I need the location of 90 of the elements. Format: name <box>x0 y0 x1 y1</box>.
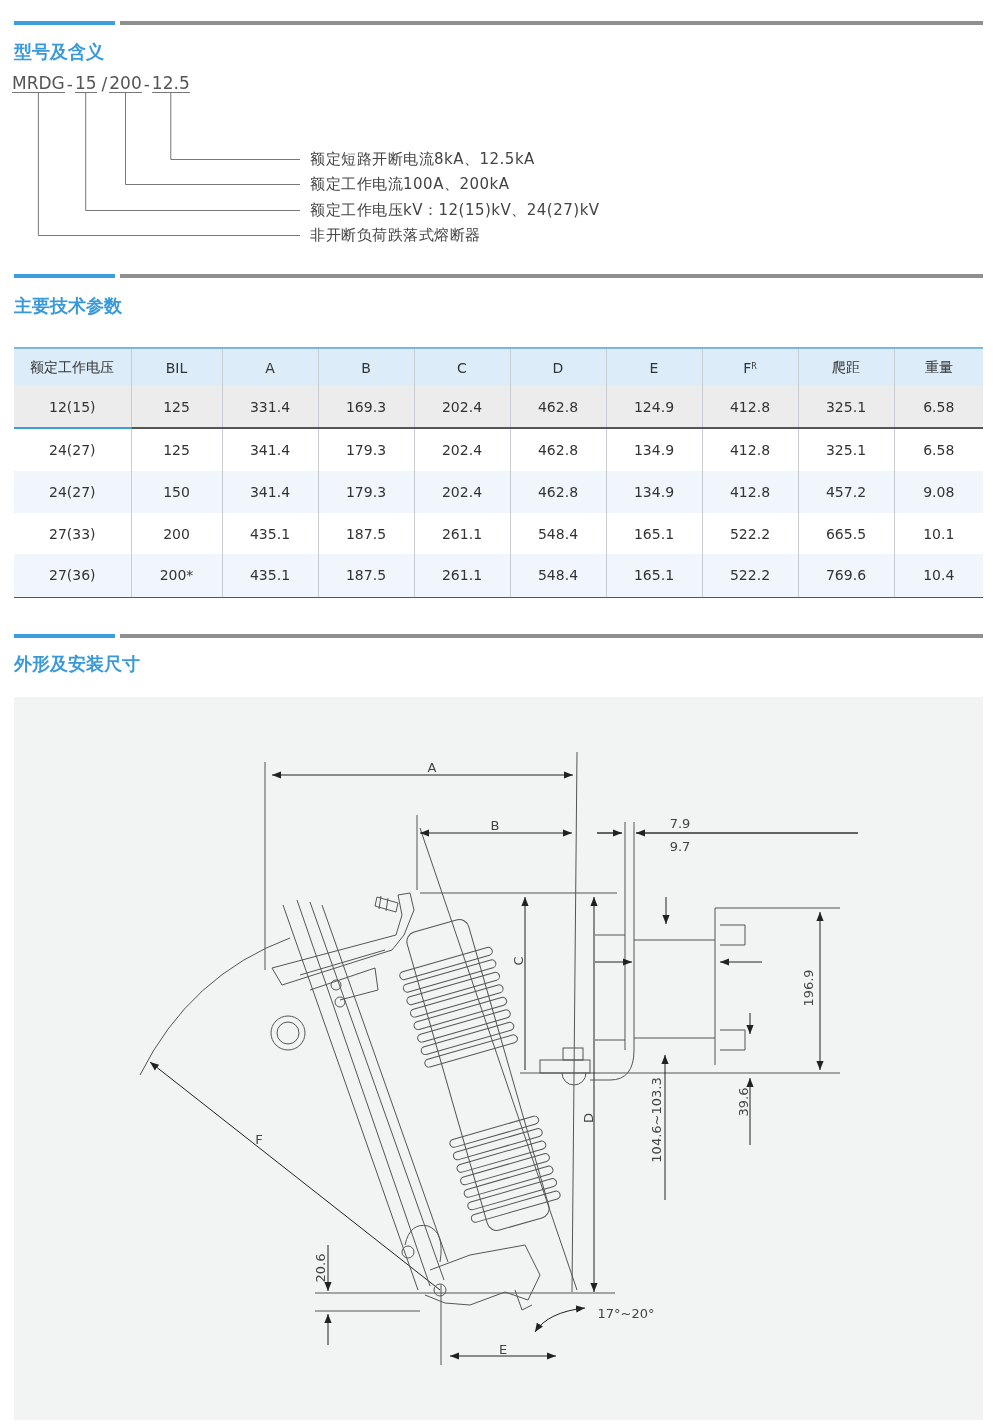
separator: - <box>143 75 150 93</box>
dimension-label: B <box>490 817 500 833</box>
table-value: 435.1 <box>222 554 318 597</box>
table-value: 341.4 <box>222 471 318 513</box>
leader-line <box>125 92 301 185</box>
table-value: 412.8 <box>702 428 798 471</box>
table-value: 325.1 <box>798 386 894 428</box>
table-value: 412.8 <box>702 386 798 428</box>
table-value: 325.1 <box>798 428 894 471</box>
dimension-label: 104.6~103.3 <box>648 1077 664 1163</box>
leader-line <box>37 92 301 236</box>
table-value: 202.4 <box>414 428 510 471</box>
table-value: 27(33) <box>14 513 131 554</box>
table-value: 169.3 <box>318 386 414 428</box>
dimension-label: C <box>510 956 526 966</box>
table-value: 9.08 <box>894 471 983 513</box>
table-value: 412.8 <box>702 471 798 513</box>
leader-line <box>170 92 301 160</box>
table-value: 179.3 <box>318 428 414 471</box>
model-code-part: 200 <box>109 74 142 93</box>
code-description: 额定短路开断电流8kA、12.5kA <box>300 150 535 169</box>
table-value: 341.4 <box>222 428 318 471</box>
table-value: 261.1 <box>414 554 510 597</box>
dimension-label: 17°~20° <box>597 1305 655 1321</box>
table-value: 6.58 <box>894 386 983 428</box>
table-value: 457.2 <box>798 471 894 513</box>
table-value: 179.3 <box>318 471 414 513</box>
dimension-label: F <box>255 1131 263 1147</box>
table-value: 522.2 <box>702 513 798 554</box>
table-value: 125 <box>131 428 222 471</box>
table-value: 202.4 <box>414 471 510 513</box>
code-description: 非开断负荷跌落式熔断器 <box>300 226 481 245</box>
code-description: 额定工作电流100A、200kA <box>300 175 510 194</box>
table-value: 202.4 <box>414 386 510 428</box>
dimension-label: A <box>427 759 437 775</box>
table-value: 462.8 <box>510 428 606 471</box>
table-value: 261.1 <box>414 513 510 554</box>
table-value: 124.9 <box>606 386 702 428</box>
table-value: 6.58 <box>894 428 983 471</box>
leader-line <box>85 92 301 211</box>
table-value: 187.5 <box>318 554 414 597</box>
column-header: 重量 <box>894 348 983 386</box>
dimension-label: 196.9 <box>800 969 816 1007</box>
model-code-part: 15 <box>74 74 97 93</box>
table-value: 665.5 <box>798 513 894 554</box>
section-heading: 型号及含义 <box>14 40 104 64</box>
table-value: 10.1 <box>894 513 983 554</box>
table-value: 435.1 <box>222 513 318 554</box>
column-header: D <box>510 348 606 386</box>
table-value: 200 <box>131 513 222 554</box>
table-value: 548.4 <box>510 513 606 554</box>
model-code-part: 12.5 <box>151 74 190 93</box>
table-value: 769.6 <box>798 554 894 597</box>
table-value: 24(27) <box>14 428 131 471</box>
table-value: 165.1 <box>606 513 702 554</box>
table-value: 462.8 <box>510 386 606 428</box>
dimension-label: 20.6 <box>312 1253 328 1283</box>
table-value: 150 <box>131 471 222 513</box>
column-header: A <box>222 348 318 386</box>
table-value: 187.5 <box>318 513 414 554</box>
table-value: 462.8 <box>510 471 606 513</box>
table-value: 12(15) <box>14 386 131 428</box>
column-header: B <box>318 348 414 386</box>
dimension-label: 9.7 <box>669 838 691 854</box>
table-value: 165.1 <box>606 554 702 597</box>
dimension-label: D <box>580 1113 596 1123</box>
column-header: E <box>606 348 702 386</box>
table-value: 200* <box>131 554 222 597</box>
table-value: 331.4 <box>222 386 318 428</box>
table-value: 134.9 <box>606 471 702 513</box>
table-value: 548.4 <box>510 554 606 597</box>
section-heading: 外形及安装尺寸 <box>14 652 140 676</box>
column-header: 额定工作电压 <box>14 348 131 386</box>
code-description: 额定工作电压kV：12(15)kV、24(27)kV <box>300 201 600 220</box>
table-value: 125 <box>131 386 222 428</box>
model-code-part: MRDG <box>12 74 65 93</box>
table-value: 134.9 <box>606 428 702 471</box>
separator: - <box>66 75 73 93</box>
column-header: 爬距 <box>798 348 894 386</box>
table-value: 10.4 <box>894 554 983 597</box>
column-header: C <box>414 348 510 386</box>
dimension-label: 39.6 <box>735 1087 751 1117</box>
table-value: 24(27) <box>14 471 131 513</box>
dimension-label: 7.9 <box>669 815 691 831</box>
section-heading: 主要技术参数 <box>14 294 122 318</box>
dimension-label: E <box>498 1341 508 1357</box>
table-value: 27(36) <box>14 554 131 597</box>
column-header: BIL <box>131 348 222 386</box>
separator: / <box>101 75 108 93</box>
table-value: 522.2 <box>702 554 798 597</box>
